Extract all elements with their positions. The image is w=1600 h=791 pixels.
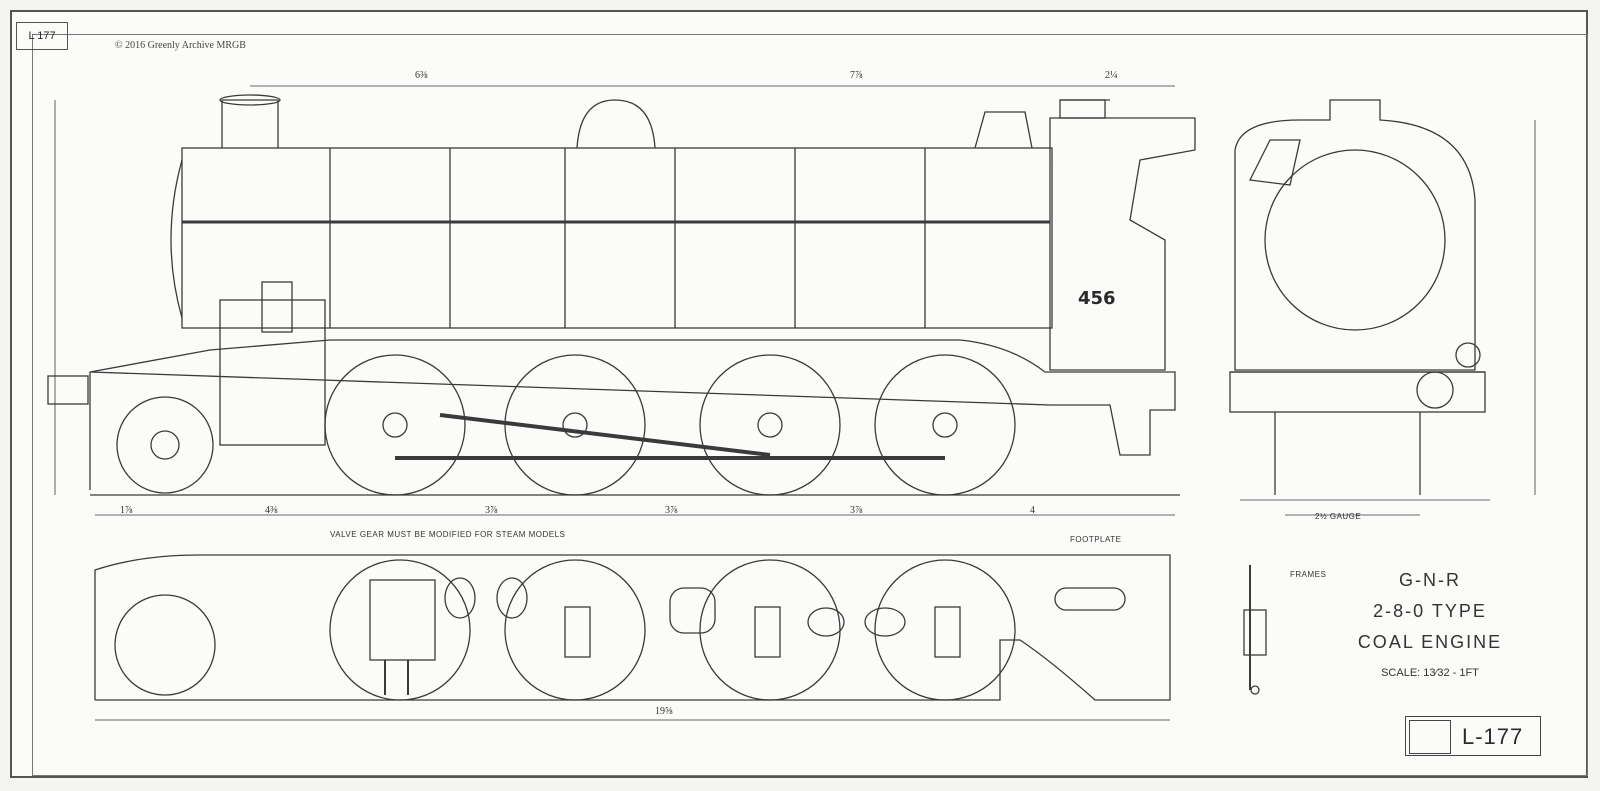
cylinder	[219, 299, 326, 446]
title-line-3: COAL ENGINE	[1357, 632, 1503, 652]
dim-axle-5: 3⅞	[850, 505, 863, 516]
frames-note: FRAMES	[1290, 570, 1327, 579]
end-view	[1229, 99, 1536, 516]
copyright-text: © 2016 Greenly Archive MRGB	[115, 40, 246, 51]
title-block: G-N-R 2-8-0 TYPE COAL ENGINE SCALE: 13⁄3…	[1330, 570, 1530, 681]
cab	[1049, 117, 1196, 371]
sheet-reference: L 177	[16, 22, 68, 50]
safety-valves	[974, 111, 1033, 149]
footplate-note: FOOTPLATE	[1070, 535, 1122, 544]
boiler	[181, 147, 1053, 329]
drawing-border	[32, 34, 1588, 776]
driving-wheel-4	[874, 354, 1016, 496]
title-line-1: G-N-R	[1399, 570, 1461, 590]
engine-number: 456	[1078, 288, 1116, 309]
leading-wheel	[116, 396, 214, 494]
scale-label: SCALE: 13⁄32 - 1FT	[1381, 667, 1479, 679]
dim-axle-1: 1⅞	[120, 505, 133, 516]
drawing-number-box: L-177	[1405, 716, 1541, 756]
dim-axle-3: 3⅞	[485, 505, 498, 516]
smokebox-front	[1264, 149, 1446, 331]
dim-axle-4: 3⅞	[665, 505, 678, 516]
smokebox-door	[170, 159, 183, 319]
main-frame	[94, 554, 1171, 701]
frame-plan	[94, 554, 1267, 721]
dim-top-right: 2¼	[1105, 70, 1118, 81]
dome	[576, 99, 656, 149]
cab-front	[1234, 99, 1476, 371]
gauge-note: 2½ GAUGE	[1315, 512, 1362, 521]
drawing-number: L-177	[1462, 724, 1524, 749]
stamp-box	[1409, 720, 1451, 754]
driving-wheel-3	[699, 354, 841, 496]
dim-top-mid: 7⅞	[850, 70, 863, 81]
chimney	[221, 99, 279, 148]
side-elevation	[47, 85, 1196, 516]
valve-gear-note: VALVE GEAR MUST BE MODIFIED FOR STEAM MO…	[330, 530, 566, 539]
connecting-rod	[439, 413, 771, 457]
running-plate	[89, 339, 1176, 456]
dim-top-left: 6⅜	[415, 70, 428, 81]
driving-wheel-1	[324, 354, 466, 496]
dim-rear: 4	[1030, 505, 1035, 516]
dim-total-length: 19⅝	[655, 706, 673, 717]
drawing-sheet	[10, 10, 1588, 778]
title-line-2: 2-8-0 TYPE	[1373, 601, 1487, 621]
dim-axle-2: 4⅜	[265, 505, 278, 516]
front-buffer	[47, 375, 89, 405]
